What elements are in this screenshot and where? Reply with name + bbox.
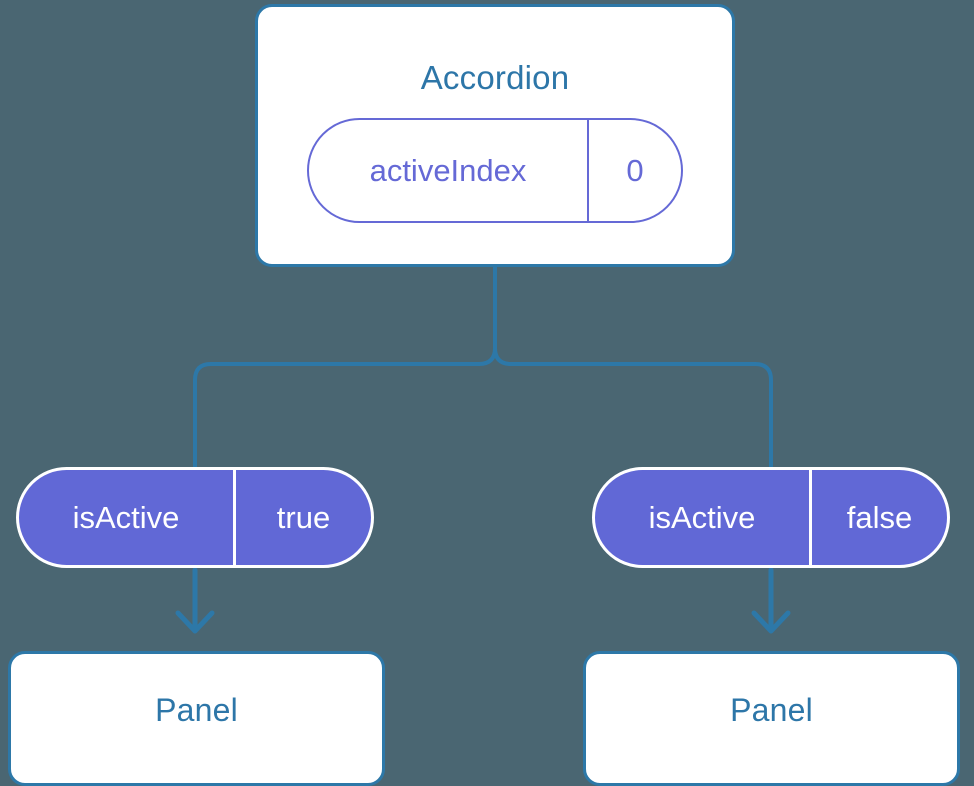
prop-badge-key: isActive [595,470,812,565]
prop-badge-key: isActive [19,470,236,565]
prop-badge-active-index[interactable]: activeIndex 0 [307,118,683,223]
prop-badge-value: 0 [626,153,644,188]
diagram-canvas: Accordion activeIndex 0 isActive true Pa… [8,4,960,786]
prop-badge-is-active-true[interactable]: isActive true [16,467,374,568]
node-accordion-title: Accordion [420,59,570,96]
prop-badge-value: false [846,500,913,535]
node-panel-title: Panel [730,691,813,728]
arrow-down-icon-left [175,567,215,634]
arrow-down-icon-right [751,567,791,634]
tree-connector-path-right [493,264,773,469]
prop-badge-key: activeIndex [309,120,589,221]
tree-connector-path [193,264,497,469]
node-panel-title: Panel [155,691,238,728]
prop-badge-is-active-false[interactable]: isActive false [592,467,950,568]
node-panel-card-right[interactable]: Panel [583,651,960,786]
node-panel-card-left[interactable]: Panel [8,651,385,786]
prop-badge-value: true [276,500,331,535]
